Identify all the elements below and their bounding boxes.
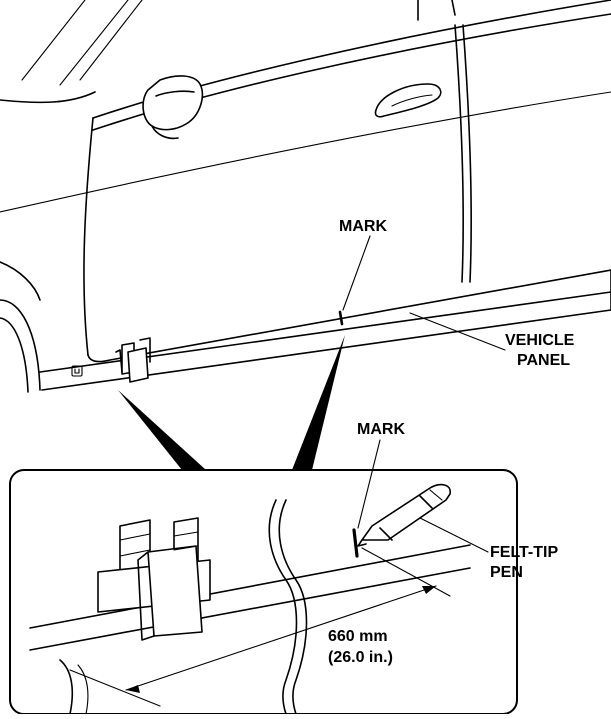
mark-detail (352, 528, 359, 558)
label-mark-top: MARK (339, 218, 387, 235)
label-dimension-line2: (26.0 in.) (328, 649, 393, 666)
leader-lines-top (342, 235, 506, 351)
mark-vehicle (338, 310, 344, 326)
detail-frame (9, 469, 518, 715)
label-dimension-line1: 660 mm (328, 628, 388, 645)
detail-view (9, 439, 518, 715)
labels: MARK VEHICLE PANEL MARK FELT-TIP PEN 660… (328, 218, 575, 666)
label-vehicle-panel-line1: VEHICLE (505, 332, 575, 349)
protector-detail (97, 517, 211, 641)
dimension-660mm (69, 547, 451, 707)
protector-overview (115, 337, 151, 383)
label-felt-tip-pen-line1: FELT-TIP (490, 544, 558, 561)
label-felt-tip-pen-line2: PEN (490, 564, 523, 581)
vehicle-body (0, 0, 611, 393)
side-mirror (142, 75, 204, 140)
label-mark-detail: MARK (357, 421, 405, 438)
leader-lines-detail (357, 439, 489, 553)
detail-callout (118, 335, 345, 470)
door-handle (374, 83, 442, 118)
label-vehicle-panel-line2: PANEL (517, 352, 570, 369)
felt-tip-pen-icon (357, 483, 451, 547)
